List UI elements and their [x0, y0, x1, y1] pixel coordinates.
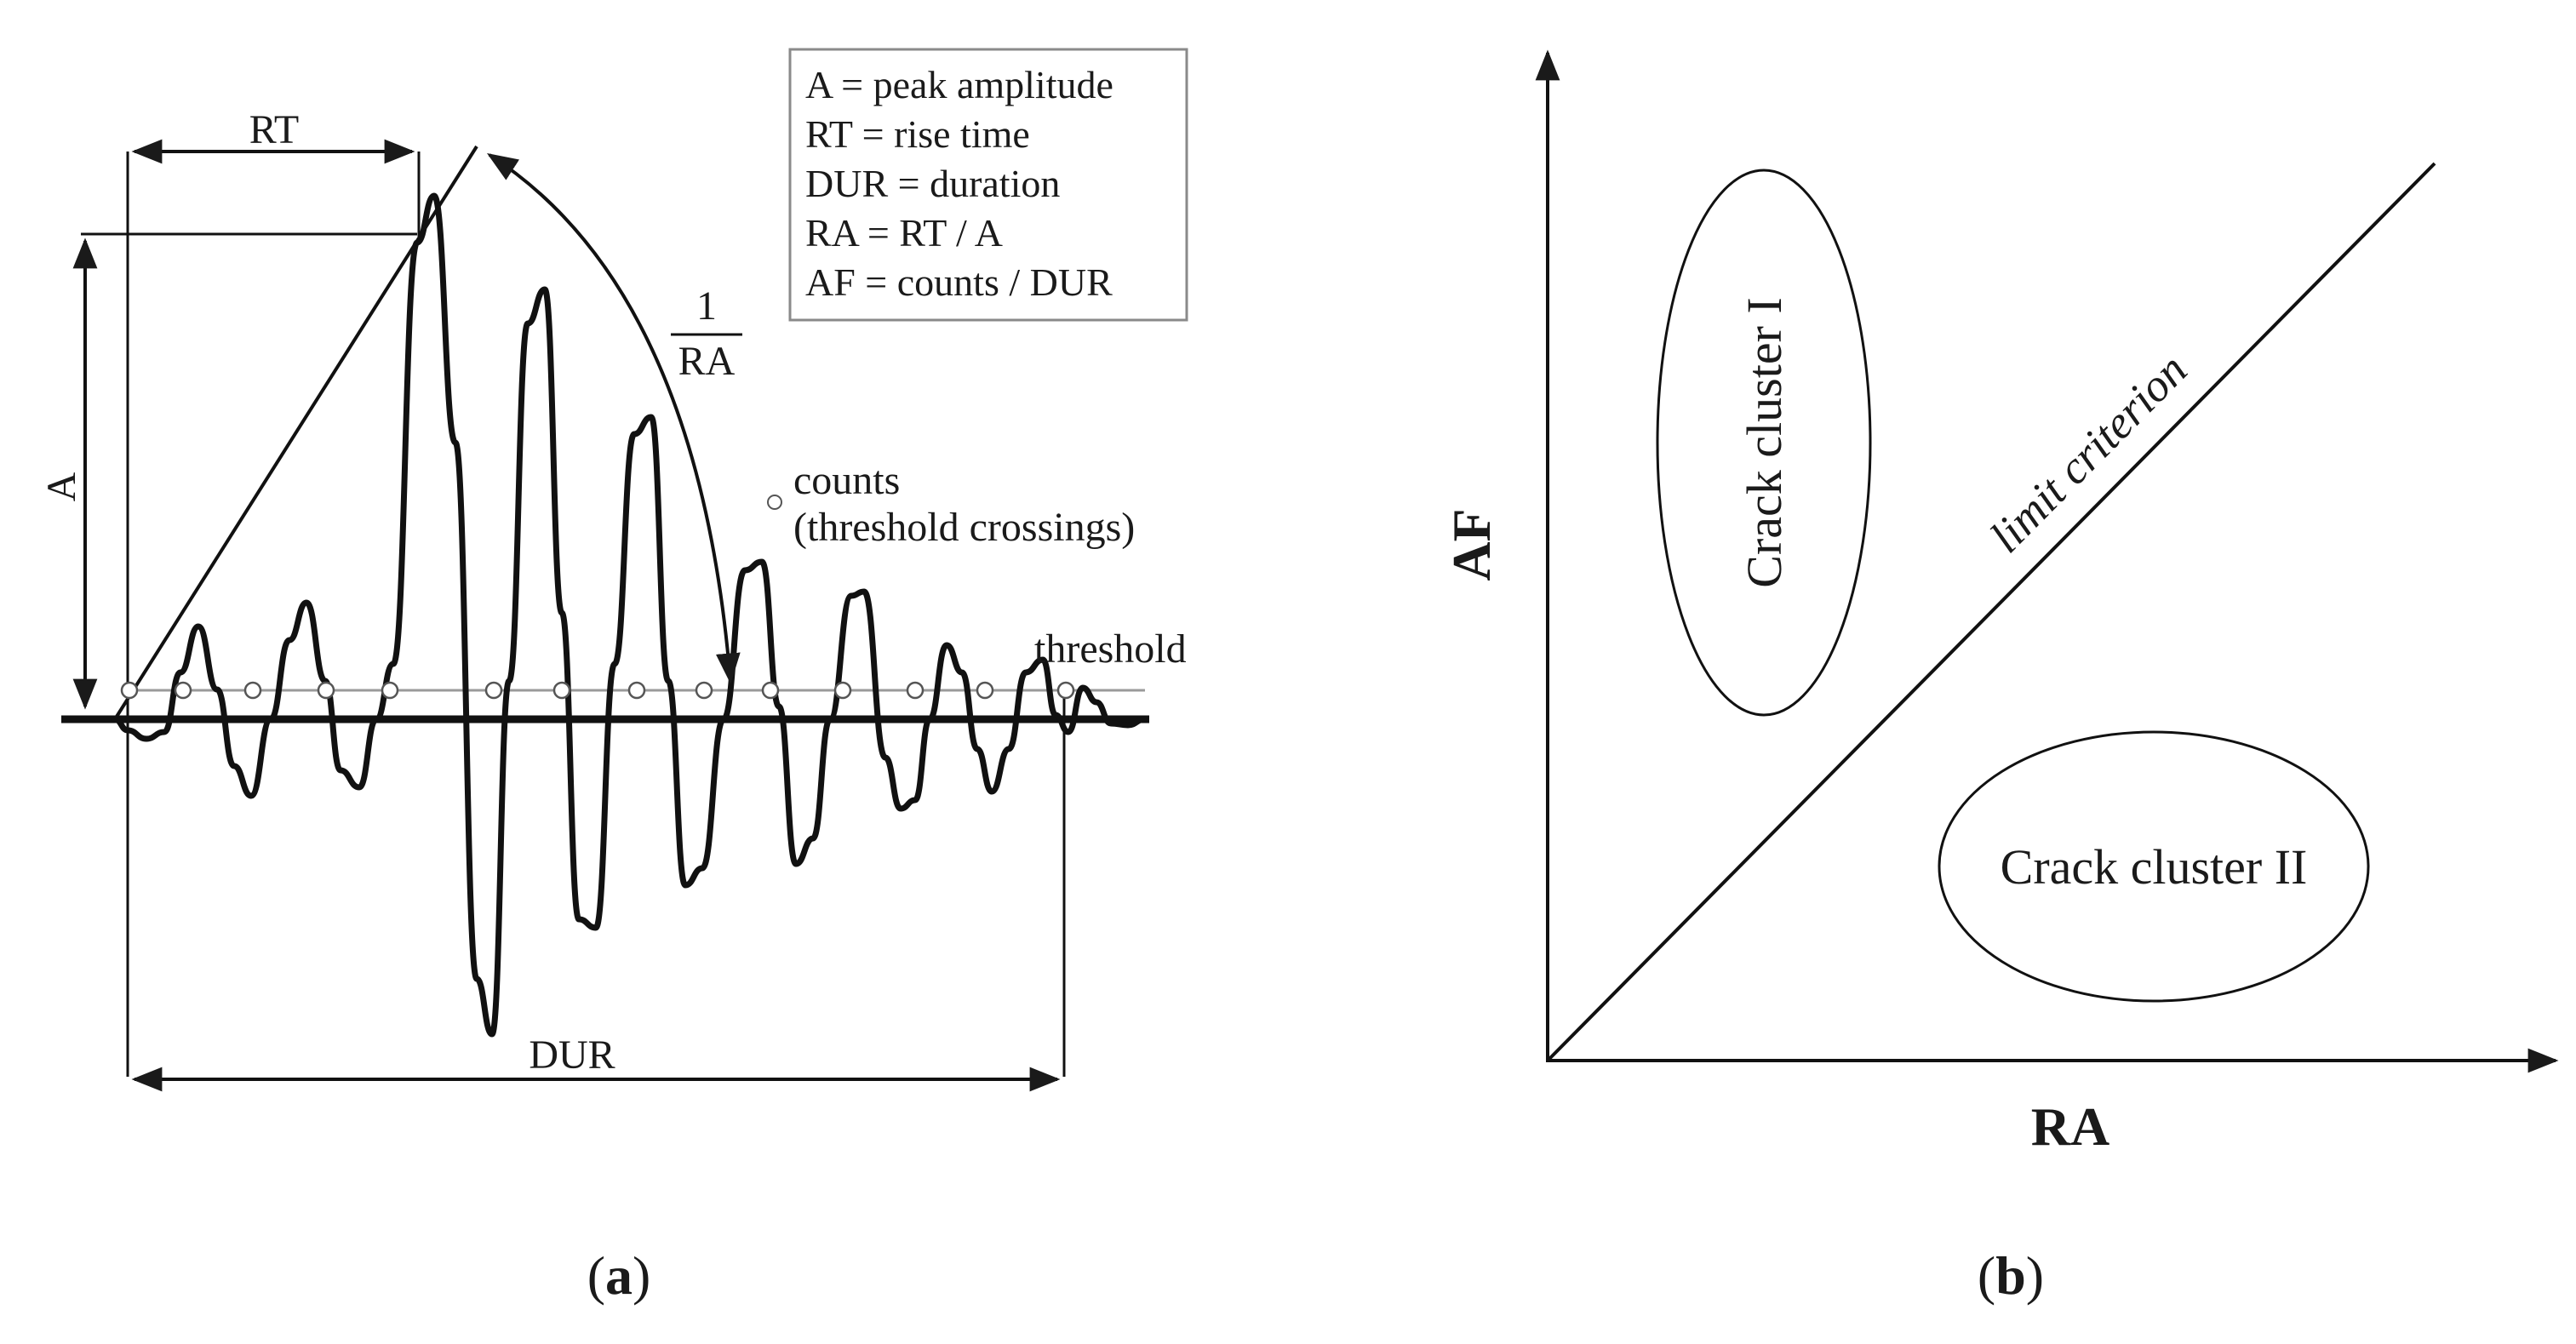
legend-line-rise-time: RT = rise time: [805, 112, 1030, 156]
threshold-crossing-circle: [174, 681, 192, 700]
threshold-crossing-circle: [906, 681, 924, 700]
caption-a-close: ): [633, 1245, 650, 1306]
ra-axis-label: RA: [2031, 1096, 2109, 1157]
legend-line-amplitude: A = peak amplitude: [805, 63, 1113, 106]
counts-marker-icon: [767, 495, 782, 510]
panel-b-ra-af-classification: limit criterion Crack cluster I Crack cl…: [1441, 49, 2559, 1306]
counts-label-line1: counts: [793, 458, 900, 503]
panel-b-caption: (b): [1978, 1245, 2044, 1306]
threshold-crossing-circle: [1056, 681, 1075, 700]
threshold-crossing-circle: [552, 681, 571, 700]
caption-b-open: (: [1978, 1245, 1995, 1306]
rise-slope-line: [113, 145, 478, 721]
duration-label: DUR: [529, 1032, 615, 1078]
caption-b-letter: b: [1995, 1245, 2026, 1306]
panel-a-caption: (a): [587, 1245, 651, 1306]
counts-label-line2: (threshold crossings): [793, 505, 1135, 550]
limit-criterion-label: limit criterion: [1980, 344, 2197, 562]
crack-cluster-2-ellipse: [1938, 730, 2370, 1003]
acoustic-emission-waveform: [112, 192, 1148, 1038]
limit-criterion-line: [1546, 162, 2436, 1062]
threshold-crossing-circle: [120, 681, 139, 700]
threshold-label: threshold: [1034, 626, 1187, 672]
amplitude-label: A: [39, 472, 84, 501]
fraction-denominator: RA: [678, 339, 736, 384]
crack-cluster-2-label: Crack cluster II: [2001, 839, 2308, 895]
threshold-crossing-circle: [381, 681, 399, 700]
threshold-crossing-circle: [484, 681, 503, 700]
threshold-crossing-circle: [695, 681, 713, 700]
legend-line-ra: RA = RT / A: [805, 211, 1003, 255]
caption-b-close: ): [2026, 1245, 2044, 1306]
fraction-numerator: 1: [696, 283, 717, 329]
threshold-crossing-circle: [627, 681, 646, 700]
threshold-crossing-circle: [761, 681, 780, 700]
inverse-ra-curved-arrow: [486, 153, 741, 684]
crack-cluster-1-ellipse: [1656, 169, 1872, 717]
crack-cluster-1-label: Crack cluster I: [1737, 297, 1792, 587]
panel-a-waveform-diagram: RT A DUR 1 RA counts (threshold crossing…: [39, 48, 1188, 1306]
threshold-crossing-markers: [120, 681, 1075, 700]
threshold-crossing-circle: [317, 681, 335, 700]
threshold-crossing-circle: [976, 681, 994, 700]
legend-line-af: AF = counts / DUR: [805, 260, 1113, 304]
definitions-legend-box: [788, 48, 1188, 322]
threshold-crossing-circle: [243, 681, 262, 700]
caption-a-letter: a: [605, 1245, 633, 1306]
threshold-crossing-circle: [833, 681, 852, 700]
caption-a-open: (: [587, 1245, 605, 1306]
af-axis-label: AF: [1441, 508, 1502, 580]
rt-label: RT: [249, 107, 299, 152]
legend-line-duration: DUR = duration: [805, 162, 1060, 205]
